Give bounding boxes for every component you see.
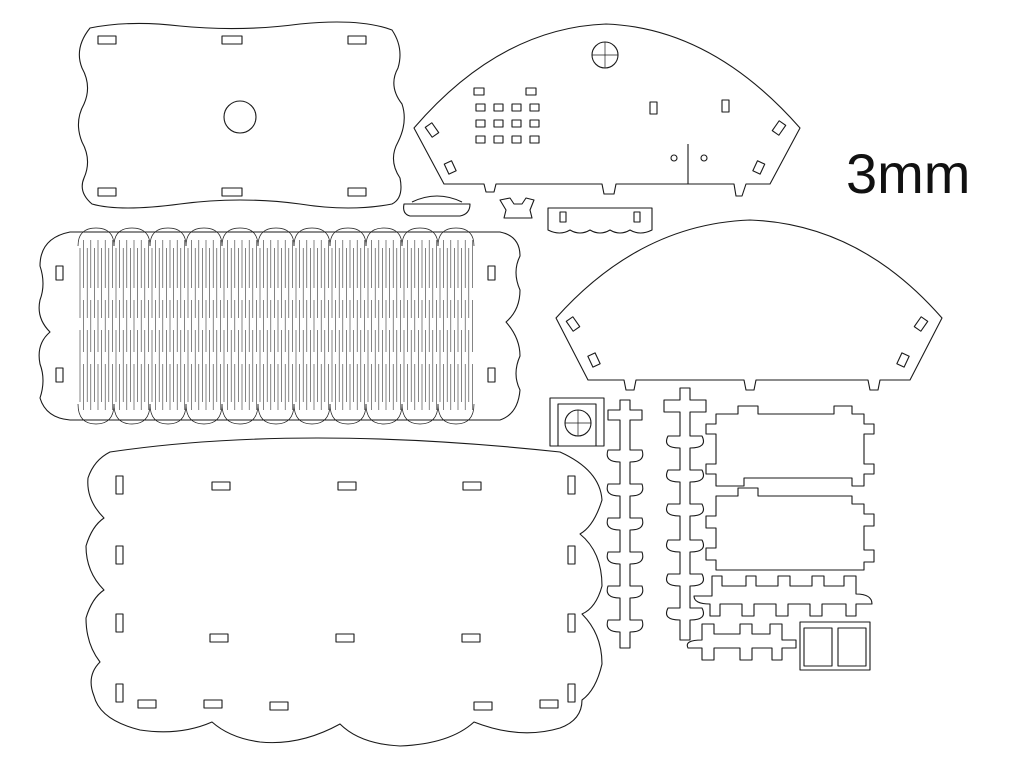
bottom-base-plate [85, 437, 603, 747]
box-panel-upper [705, 405, 875, 487]
window-frame-piece [549, 397, 605, 447]
led-hole-grid [473, 87, 540, 144]
connector-strip-lower [686, 623, 797, 661]
back-arch-panel [555, 219, 943, 391]
small-parts-top [403, 195, 653, 234]
hinge-scallops-bottom [77, 403, 475, 425]
material-thickness-label: 3mm [846, 142, 971, 205]
comb-strip-left [606, 399, 644, 649]
hinge-scallops-top [77, 227, 475, 247]
connector-strip-upper [693, 575, 873, 617]
front-arch-panel [413, 23, 801, 197]
hinge-cut-lines [79, 240, 473, 410]
comb-strip-middle [663, 387, 707, 641]
box-panel-lower [705, 487, 875, 571]
top-base-plate [77, 21, 405, 209]
living-hinge-panel [38, 227, 521, 425]
double-door-piece [799, 621, 871, 671]
